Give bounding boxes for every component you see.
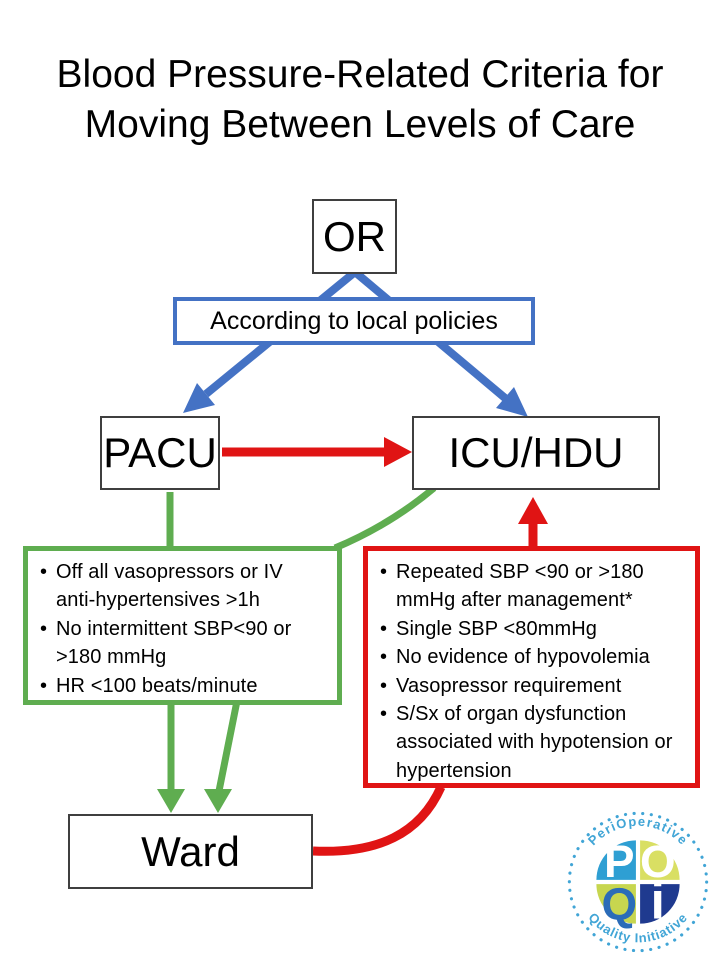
logo-letter-p: P — [604, 836, 635, 887]
criteria-item: No intermittent SBP<90 or >180 mmHg — [35, 615, 323, 672]
criteria-item: HR <100 beats/minute — [35, 672, 323, 701]
arrow-greenbox-to-ward-left-head — [157, 789, 185, 813]
curve-icu-to-greenbox — [333, 485, 437, 552]
pacu-to-ward-criteria-list: Off all vasopressors or IV anti-hyperten… — [28, 551, 337, 707]
logo-letter-o: O — [640, 836, 676, 887]
logo-quadrant-bottom-right — [640, 884, 680, 924]
arrow-or-to-pacu-head — [183, 383, 215, 413]
node-or-label: OR — [323, 212, 386, 260]
node-icu-hdu-label: ICU/HDU — [448, 429, 624, 476]
pacu-to-ward-criteria-box: Off all vasopressors or IV anti-hyperten… — [23, 546, 342, 705]
logo-letter-q: Q — [601, 878, 637, 929]
node-local-policies-label: According to local policies — [210, 306, 498, 335]
arrow-greenbox-to-ward-right-head — [204, 789, 232, 813]
arrow-or-to-icu-head — [496, 387, 528, 417]
logo-quadrant-top-right — [640, 840, 680, 880]
node-pacu: PACU — [100, 416, 220, 490]
page-title-line2: Moving Between Levels of Care — [84, 102, 636, 146]
criteria-item: Vasopressor requirement — [375, 672, 681, 701]
criteria-item: No evidence of hypovolemia — [375, 643, 681, 672]
node-ward: Ward — [68, 814, 313, 889]
node-ward-label: Ward — [141, 827, 240, 875]
logo-letter-i: i — [651, 872, 665, 930]
criteria-item: Off all vasopressors or IV anti-hyperten… — [35, 558, 323, 615]
poqi-logo: P O Q i PeriOperative Quality Initiative — [567, 811, 709, 953]
logo-dotted-ring — [567, 811, 709, 953]
page-title: Blood Pressure-Related Criteria for Movi… — [0, 50, 720, 150]
arrow-redbox-to-icu-head — [518, 497, 548, 524]
arrow-ward-to-redbox-curve — [312, 785, 446, 856]
criteria-item: Repeated SBP <90 or >180 mmHg after mana… — [375, 558, 681, 615]
arrow-greenbox-to-ward-right-line — [215, 700, 241, 792]
escalation-criteria-list: Repeated SBP <90 or >180 mmHg after mana… — [368, 551, 695, 792]
logo-quadrant-bottom-left — [596, 884, 636, 924]
escalation-criteria-box: Repeated SBP <90 or >180 mmHg after mana… — [363, 546, 700, 788]
criteria-item: Single SBP <80mmHg — [375, 615, 681, 644]
node-icu-hdu: ICU/HDU — [412, 416, 660, 490]
criteria-item: S/Sx of organ dysfunction associated wit… — [375, 700, 681, 785]
node-pacu-label: PACU — [103, 429, 217, 476]
page-title-line1: Blood Pressure-Related Criteria for — [56, 53, 664, 96]
arrow-pacu-to-icu-head — [384, 437, 412, 467]
node-local-policies: According to local policies — [173, 297, 535, 345]
logo-quadrant-top-left — [596, 840, 636, 880]
node-or: OR — [312, 199, 397, 274]
